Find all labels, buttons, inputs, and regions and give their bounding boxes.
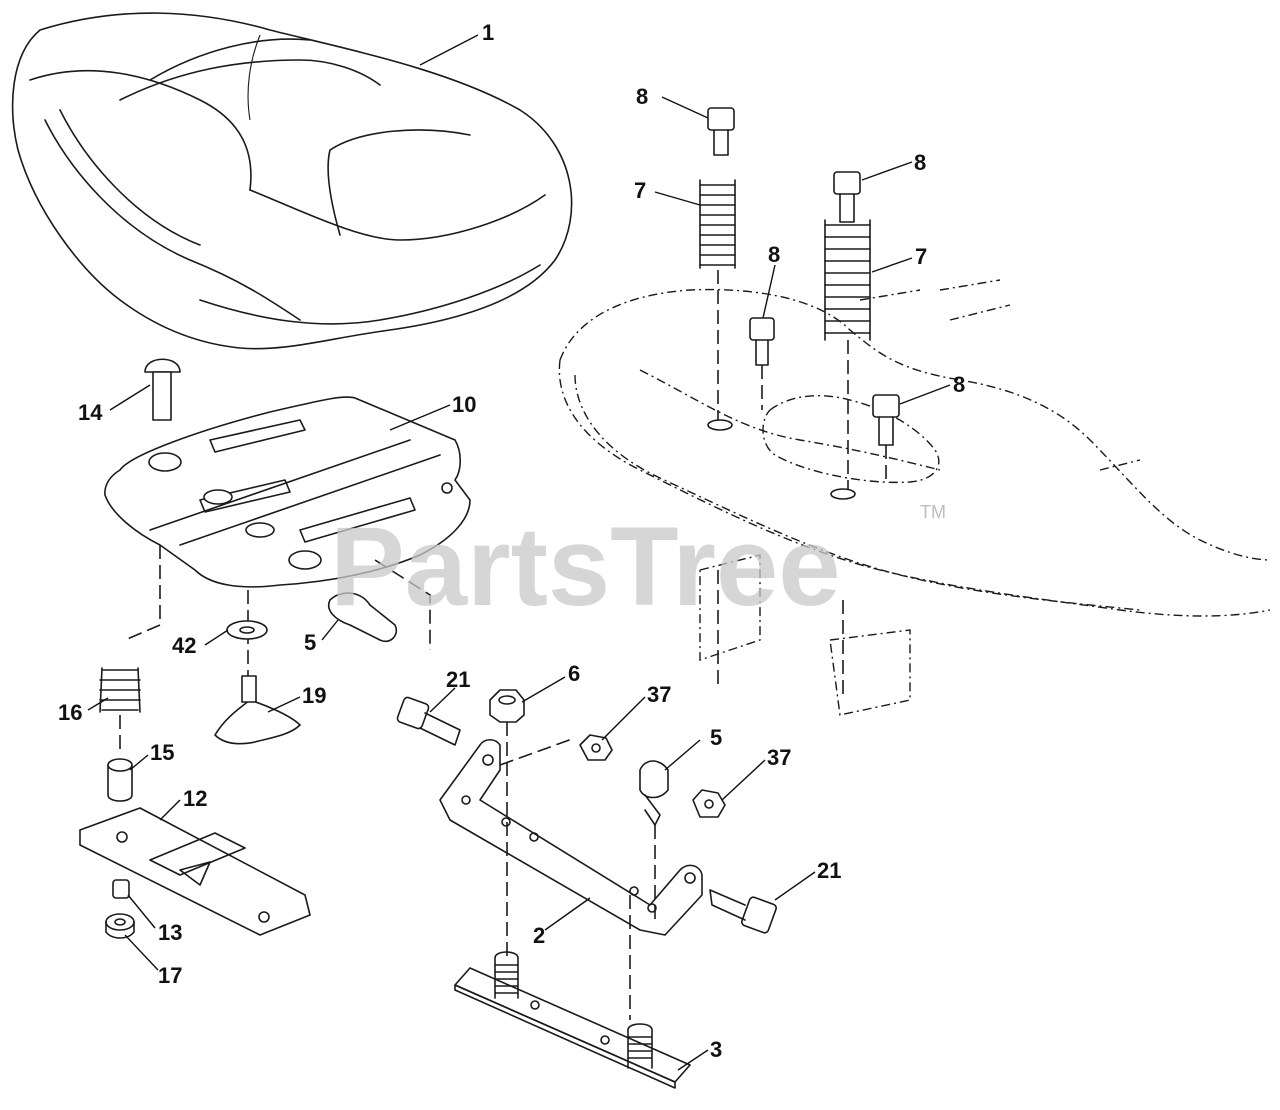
- callout-16[interactable]: 16: [58, 700, 82, 725]
- callout-5[interactable]: 5: [304, 630, 316, 655]
- spring-16[interactable]: [99, 667, 141, 713]
- nut-17[interactable]: [105, 913, 135, 939]
- callout-labels: 1 8 7 8 8 7 8 14 10 42 5 16 19 21 6 37 5…: [58, 20, 965, 1062]
- callout-5[interactable]: 5: [710, 725, 722, 750]
- nut-6[interactable]: [489, 689, 525, 723]
- callout-17[interactable]: 17: [158, 963, 182, 988]
- callout-13[interactable]: 13: [158, 920, 182, 945]
- callout-14[interactable]: 14: [78, 400, 103, 425]
- spring-7-right[interactable]: [824, 219, 871, 341]
- callout-19[interactable]: 19: [302, 683, 326, 708]
- bracket-2[interactable]: [439, 738, 703, 936]
- watermark-trademark: TM: [920, 502, 946, 522]
- bolt-8-top-left[interactable]: [707, 107, 735, 156]
- callout-12[interactable]: 12: [183, 786, 207, 811]
- washer-42[interactable]: [226, 620, 268, 640]
- callout-7[interactable]: 7: [915, 244, 927, 269]
- spacer-15[interactable]: [107, 758, 133, 802]
- bolt-21-top[interactable]: [396, 696, 461, 746]
- callout-6[interactable]: 6: [568, 661, 580, 686]
- bolt-8-top-right[interactable]: [833, 171, 861, 223]
- spring-7-left[interactable]: [699, 179, 736, 269]
- tractor-frame-outline: [558, 279, 1271, 716]
- plate-3[interactable]: [454, 951, 691, 1089]
- knob-19[interactable]: [214, 675, 301, 745]
- bolt-8-middle[interactable]: [749, 317, 775, 366]
- seat-part[interactable]: [11, 12, 573, 350]
- callout-8[interactable]: 8: [636, 84, 648, 109]
- callout-10[interactable]: 10: [452, 392, 476, 417]
- callout-8[interactable]: 8: [768, 242, 780, 267]
- callout-21[interactable]: 21: [446, 667, 470, 692]
- callout-8[interactable]: 8: [953, 372, 965, 397]
- callout-8[interactable]: 8: [914, 150, 926, 175]
- watermark: PartsTree: [330, 504, 841, 629]
- callout-21[interactable]: 21: [817, 858, 841, 883]
- callout-2[interactable]: 2: [533, 923, 545, 948]
- bolt-21-right[interactable]: [709, 889, 777, 934]
- seat-pan-part[interactable]: [104, 396, 471, 588]
- nut-13[interactable]: [112, 879, 130, 899]
- nut-37-bottom[interactable]: [692, 789, 726, 818]
- callout-37[interactable]: 37: [767, 745, 791, 770]
- bolt-8-right[interactable]: [872, 394, 900, 446]
- callout-1[interactable]: 1: [482, 20, 494, 45]
- switch-5-right[interactable]: [639, 760, 669, 826]
- nut-37-top[interactable]: [579, 734, 613, 761]
- callout-7[interactable]: 7: [634, 178, 646, 203]
- callout-37[interactable]: 37: [647, 682, 671, 707]
- carriage-bolt-14[interactable]: [144, 358, 181, 421]
- switch-5-left[interactable]: [328, 592, 398, 643]
- plate-12[interactable]: [79, 807, 311, 936]
- callout-15[interactable]: 15: [150, 740, 174, 765]
- leader-lines: [87, 34, 951, 1071]
- callout-42[interactable]: 42: [172, 633, 196, 658]
- callout-3[interactable]: 3: [710, 1037, 722, 1062]
